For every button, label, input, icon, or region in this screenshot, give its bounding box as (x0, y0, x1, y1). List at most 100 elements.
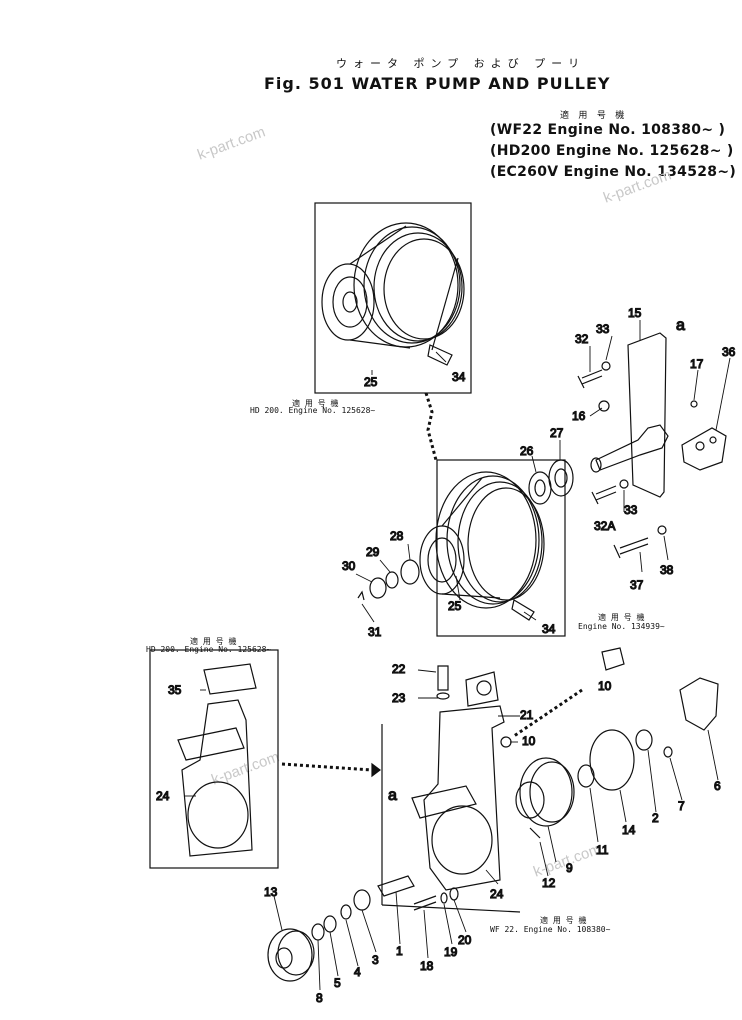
part-number-15: 15 (628, 306, 642, 320)
washer-33 (601, 361, 611, 371)
bearing-28 (400, 559, 420, 585)
fitting-16 (598, 400, 610, 412)
note-wf: WF 22. Engine No. 108380~ (490, 925, 611, 934)
washer-7 (663, 746, 673, 758)
part-number-28: 28 (390, 529, 404, 543)
part-number-17: 17 (690, 357, 704, 371)
figure-title: Fig. 501 WATER PUMP AND PULLEY (264, 74, 611, 93)
inset-hd200-bracket-frame (149, 649, 279, 869)
washer-23 (436, 692, 450, 700)
part-number-33: 33 (596, 322, 610, 336)
washer-29 (385, 571, 399, 589)
seal-11 (577, 764, 595, 788)
applicability-heading-jp: 適 用 号 機 (560, 111, 627, 121)
part-number-34-inset: 34 (452, 370, 466, 384)
bearing-27 (548, 459, 574, 497)
part-number-32: 32 (575, 332, 589, 346)
bolt-22 (437, 665, 449, 691)
note-wf-jp: 適 用 号 機 (540, 916, 587, 925)
elbow-10 (601, 647, 625, 671)
inset-pulley-frame (436, 459, 566, 637)
washer-20 (449, 887, 459, 901)
part-number-13: 13 (264, 885, 278, 899)
part-number-14: 14 (622, 823, 636, 837)
part-number-33b: 33 (624, 503, 638, 517)
washer-19 (440, 892, 448, 904)
leader-lines (184, 320, 731, 991)
part-number-36: 36 (722, 345, 736, 359)
note-hd200-left-jp: 適 用 号 機 (190, 637, 237, 646)
part-number-18: 18 (420, 959, 434, 973)
ref-a-left: a (388, 787, 397, 804)
bracket-24 (411, 671, 505, 891)
part-number-3: 3 (372, 953, 379, 967)
part-number-29: 29 (366, 545, 380, 559)
part-number-23: 23 (392, 691, 406, 705)
applicability-line-2: (HD200 Engine No. 125628~ ) (490, 143, 734, 159)
shaft-1 (377, 875, 415, 897)
part-number-38: 38 (660, 563, 674, 577)
washer-33b (619, 479, 629, 489)
note-ec: Engine No. 134939~ (578, 622, 665, 631)
part-number-34: 34 (542, 622, 556, 636)
part-number-8: 8 (316, 991, 323, 1005)
seal-2 (635, 729, 653, 751)
pulley-13 (267, 928, 315, 982)
fitting-10 (500, 736, 512, 748)
part-number-26: 26 (520, 444, 534, 458)
part-number-35: 35 (168, 683, 182, 697)
part-number-27: 27 (550, 426, 564, 440)
part-number-25-inset: 25 (364, 375, 378, 389)
part-number-10: 10 (522, 734, 536, 748)
impeller-housing-36 (681, 427, 727, 471)
part-number-7: 7 (678, 799, 685, 813)
part-number-6: 6 (714, 779, 721, 793)
nut-30 (369, 577, 387, 599)
collar-3 (353, 889, 371, 911)
bolt-37 (613, 537, 649, 559)
bearing-4 (340, 904, 352, 920)
part-number-4: 4 (354, 965, 361, 979)
part-number-37: 37 (630, 578, 644, 592)
pin-31 (357, 590, 365, 601)
note-hd200-top: HD 200. Engine No. 125628~ (250, 406, 376, 415)
part-number-24-inset: 24 (156, 789, 170, 803)
part-number-30: 30 (342, 559, 356, 573)
plug-17 (690, 400, 698, 408)
bolt-18 (413, 895, 437, 911)
bracket-21 (465, 671, 499, 707)
note-hd200-top-jp: 適 用 号 機 (292, 399, 339, 408)
plug-12 (529, 827, 541, 839)
pulley-25-inset (321, 222, 465, 366)
washer-5 (323, 915, 337, 933)
part-number-1: 1 (396, 944, 403, 958)
bolt-32 (577, 369, 603, 389)
part-number-32a: 32A (594, 519, 615, 533)
part-number-9: 9 (566, 861, 573, 875)
part-number-31: 31 (368, 625, 382, 639)
part-number-11: 11 (596, 843, 609, 857)
pulley-25 (419, 471, 545, 621)
part-number-16: 16 (572, 409, 586, 423)
part-number-2: 2 (652, 811, 659, 825)
part-number-24: 24 (490, 887, 504, 901)
part-number-22: 22 (392, 662, 406, 676)
part-number-25: 25 (448, 599, 462, 613)
part-number-20: 20 (458, 933, 472, 947)
ring-8 (311, 923, 325, 941)
applicability-line-3: (EC260V Engine No. 134528~) (490, 164, 737, 180)
part-number-21: 21 (520, 708, 534, 722)
washer-38 (657, 525, 667, 535)
bearing-26 (528, 471, 552, 505)
ref-a-top: a (676, 317, 685, 334)
gasket-14 (589, 729, 635, 791)
bolt-32a (591, 485, 617, 505)
part-number-12: 12 (542, 876, 556, 890)
bracket-15 (590, 332, 669, 498)
inset-hd200-pulley-frame (314, 202, 472, 394)
applicability-line-1: (WF22 Engine No. 108380~ ) (490, 122, 726, 138)
impeller-6 (679, 677, 719, 731)
part-number-19: 19 (444, 945, 458, 959)
part-number-5: 5 (334, 976, 341, 990)
